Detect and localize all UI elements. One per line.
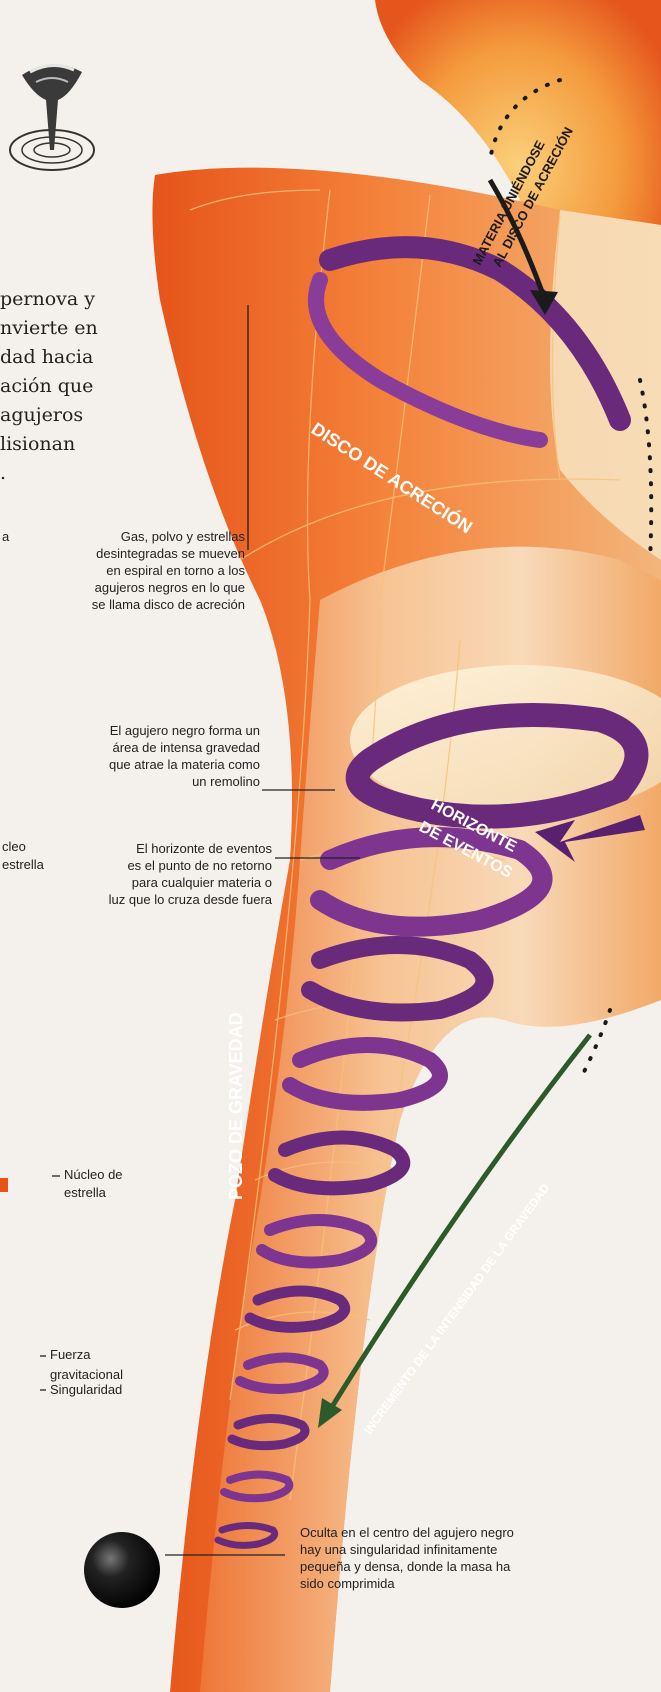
fragment-a: a <box>2 528 9 545</box>
singularity-ball <box>84 1532 160 1608</box>
intro-line: . <box>0 459 160 488</box>
intro-text: pernova y nvierte en dad hacia ación que… <box>0 285 160 488</box>
intro-line: agujeros <box>0 401 160 430</box>
fragment-nucleo-de: Núcleo de <box>64 1166 123 1183</box>
fragment-cleo: cleo <box>2 838 26 855</box>
edge-color-patch <box>0 1178 8 1192</box>
fragment-estrella-2: estrella <box>64 1184 106 1201</box>
caption-accretion-disk: Gas, polvo y estrellas desintegradas se … <box>85 528 245 613</box>
fragment-fuerza: Fuerza <box>50 1346 90 1363</box>
fragment-singularidad: Singularidad <box>50 1381 122 1398</box>
fragment-estrella: estrella <box>2 856 44 873</box>
intro-line: lisionan <box>0 430 160 459</box>
black-hole-funnel-icon <box>10 64 94 170</box>
caption-gravity-area: El agujero negro forma un área de intens… <box>70 722 260 790</box>
label-pozo: POZO DE GRAVEDAD <box>226 1012 246 1200</box>
intro-line: nvierte en <box>0 314 160 343</box>
caption-event-horizon: El horizonte de eventos es el punto de n… <box>62 840 272 908</box>
intro-line: ación que <box>0 372 160 401</box>
intro-line: dad hacia <box>0 343 160 372</box>
caption-singularity: Oculta en el centro del agujero negro ha… <box>300 1524 600 1592</box>
intro-line: pernova y <box>0 285 160 314</box>
